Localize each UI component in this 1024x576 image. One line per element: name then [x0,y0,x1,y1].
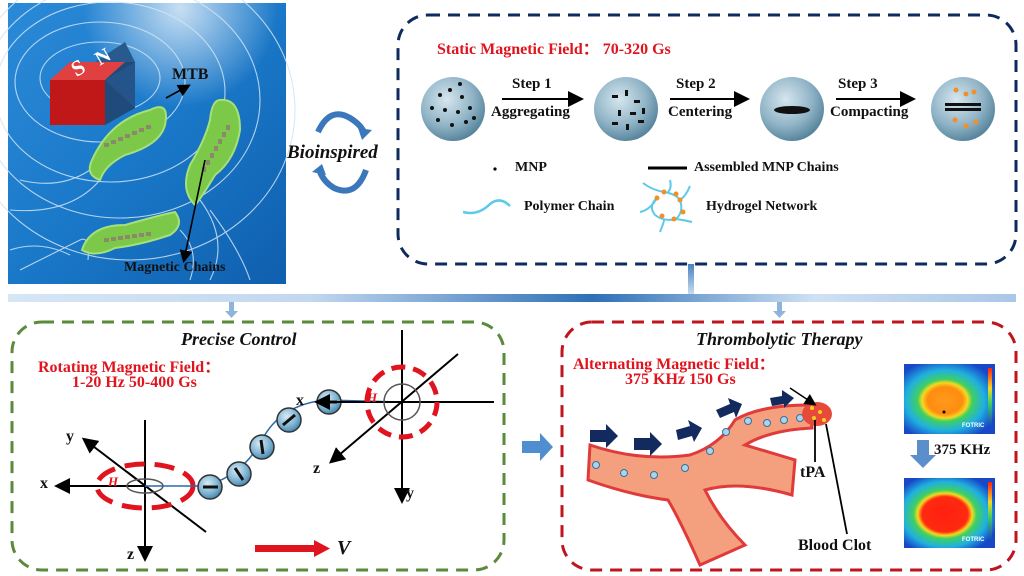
left-axis-x: x [40,475,48,492]
right-arrow-icon [522,433,553,461]
step2-name: Step 2 [676,76,716,92]
thermal-brand-before: FOTRIC [962,423,985,429]
tpa-label: tPA [800,464,826,481]
sphere-centered-icon [760,77,824,141]
static-panel-border [396,13,1018,266]
step1-action: Aggregating [491,104,570,120]
left-axis-z: z [127,546,135,563]
step1-name: Step 1 [512,76,552,92]
rotating-field-line1: Rotating Magnetic Field： [38,359,221,376]
down-arrow-icon [910,440,936,468]
static-field-title: Static Magnetic Field： 70-320 Gs [437,41,671,58]
mtb-pointer [165,84,191,99]
thermal-image-before [904,364,995,434]
left-axes-icon [54,420,207,562]
velocity-label: V [337,537,351,559]
step2-action: Centering [668,104,733,120]
step3-action: Compacting [830,104,909,120]
control-panel-border [10,320,506,572]
legend-polymer-chain: Polymer Chain [524,199,615,214]
magnetic-chains-label: Magnetic Chains [124,260,226,275]
right-axes-icon [314,330,494,504]
legend-assembled-chains: Assembled MNP Chains [694,160,839,175]
flow-arrows-icon [590,390,794,456]
left-field-h: H [108,474,119,489]
rotating-field-icon [364,364,440,440]
right-axis-y: y [406,485,414,502]
chains-pointer [179,159,206,264]
nanorobot-icon [592,414,804,479]
step3-name: Step 3 [838,76,878,92]
therapy-panel-border [560,320,1018,572]
thermal-frequency-label: 375 KHz [934,442,991,458]
mtb-label: MTB [172,66,209,83]
left-axis-y: y [66,428,74,445]
dot-icon [493,167,497,171]
bacterium-icon [88,106,167,182]
alternating-field-line2: 375 KHz 150 Gs [625,371,736,388]
connector-stub [688,264,694,294]
control-title: Precise Control [181,329,297,349]
mtb-illustration [0,0,296,284]
sphere-compacted-icon [931,77,995,141]
alternating-field-line1: Alternating Magnetic Field： [573,356,775,373]
legend-mnp: MNP [515,160,547,175]
blood-clot-label: Blood Clot [798,537,872,554]
therapy-title: Thrombolytic Therapy [696,329,863,349]
sphere-aggregated-icon [594,77,658,141]
right-axis-z: z [313,460,321,477]
magnet-icon [50,42,135,125]
legend-hydrogel-network: Hydrogel Network [706,199,818,214]
thermal-image-after [904,478,995,548]
bioinspired-label: Bioinspired [287,142,378,163]
connector-bar [8,294,1016,302]
right-field-h: H [367,390,378,405]
down-arrow-icon [225,302,238,318]
thermal-brand-after: FOTRIC [962,537,985,543]
rotating-field-line2: 1-20 Hz 50-400 Gs [72,374,197,391]
network-icon [639,179,693,233]
velocity-arrow-icon [255,540,330,557]
cycle-arrows-icon [315,111,369,194]
bacterium-icon [80,210,180,255]
down-arrow-icon [773,302,786,318]
blood-vessel-icon [586,403,814,567]
clot-pointer [825,423,848,535]
sphere-dispersed-icon [421,77,485,141]
wave-icon [462,199,511,215]
blood-clot-icon [802,402,832,426]
right-axis-x: x [296,392,304,409]
